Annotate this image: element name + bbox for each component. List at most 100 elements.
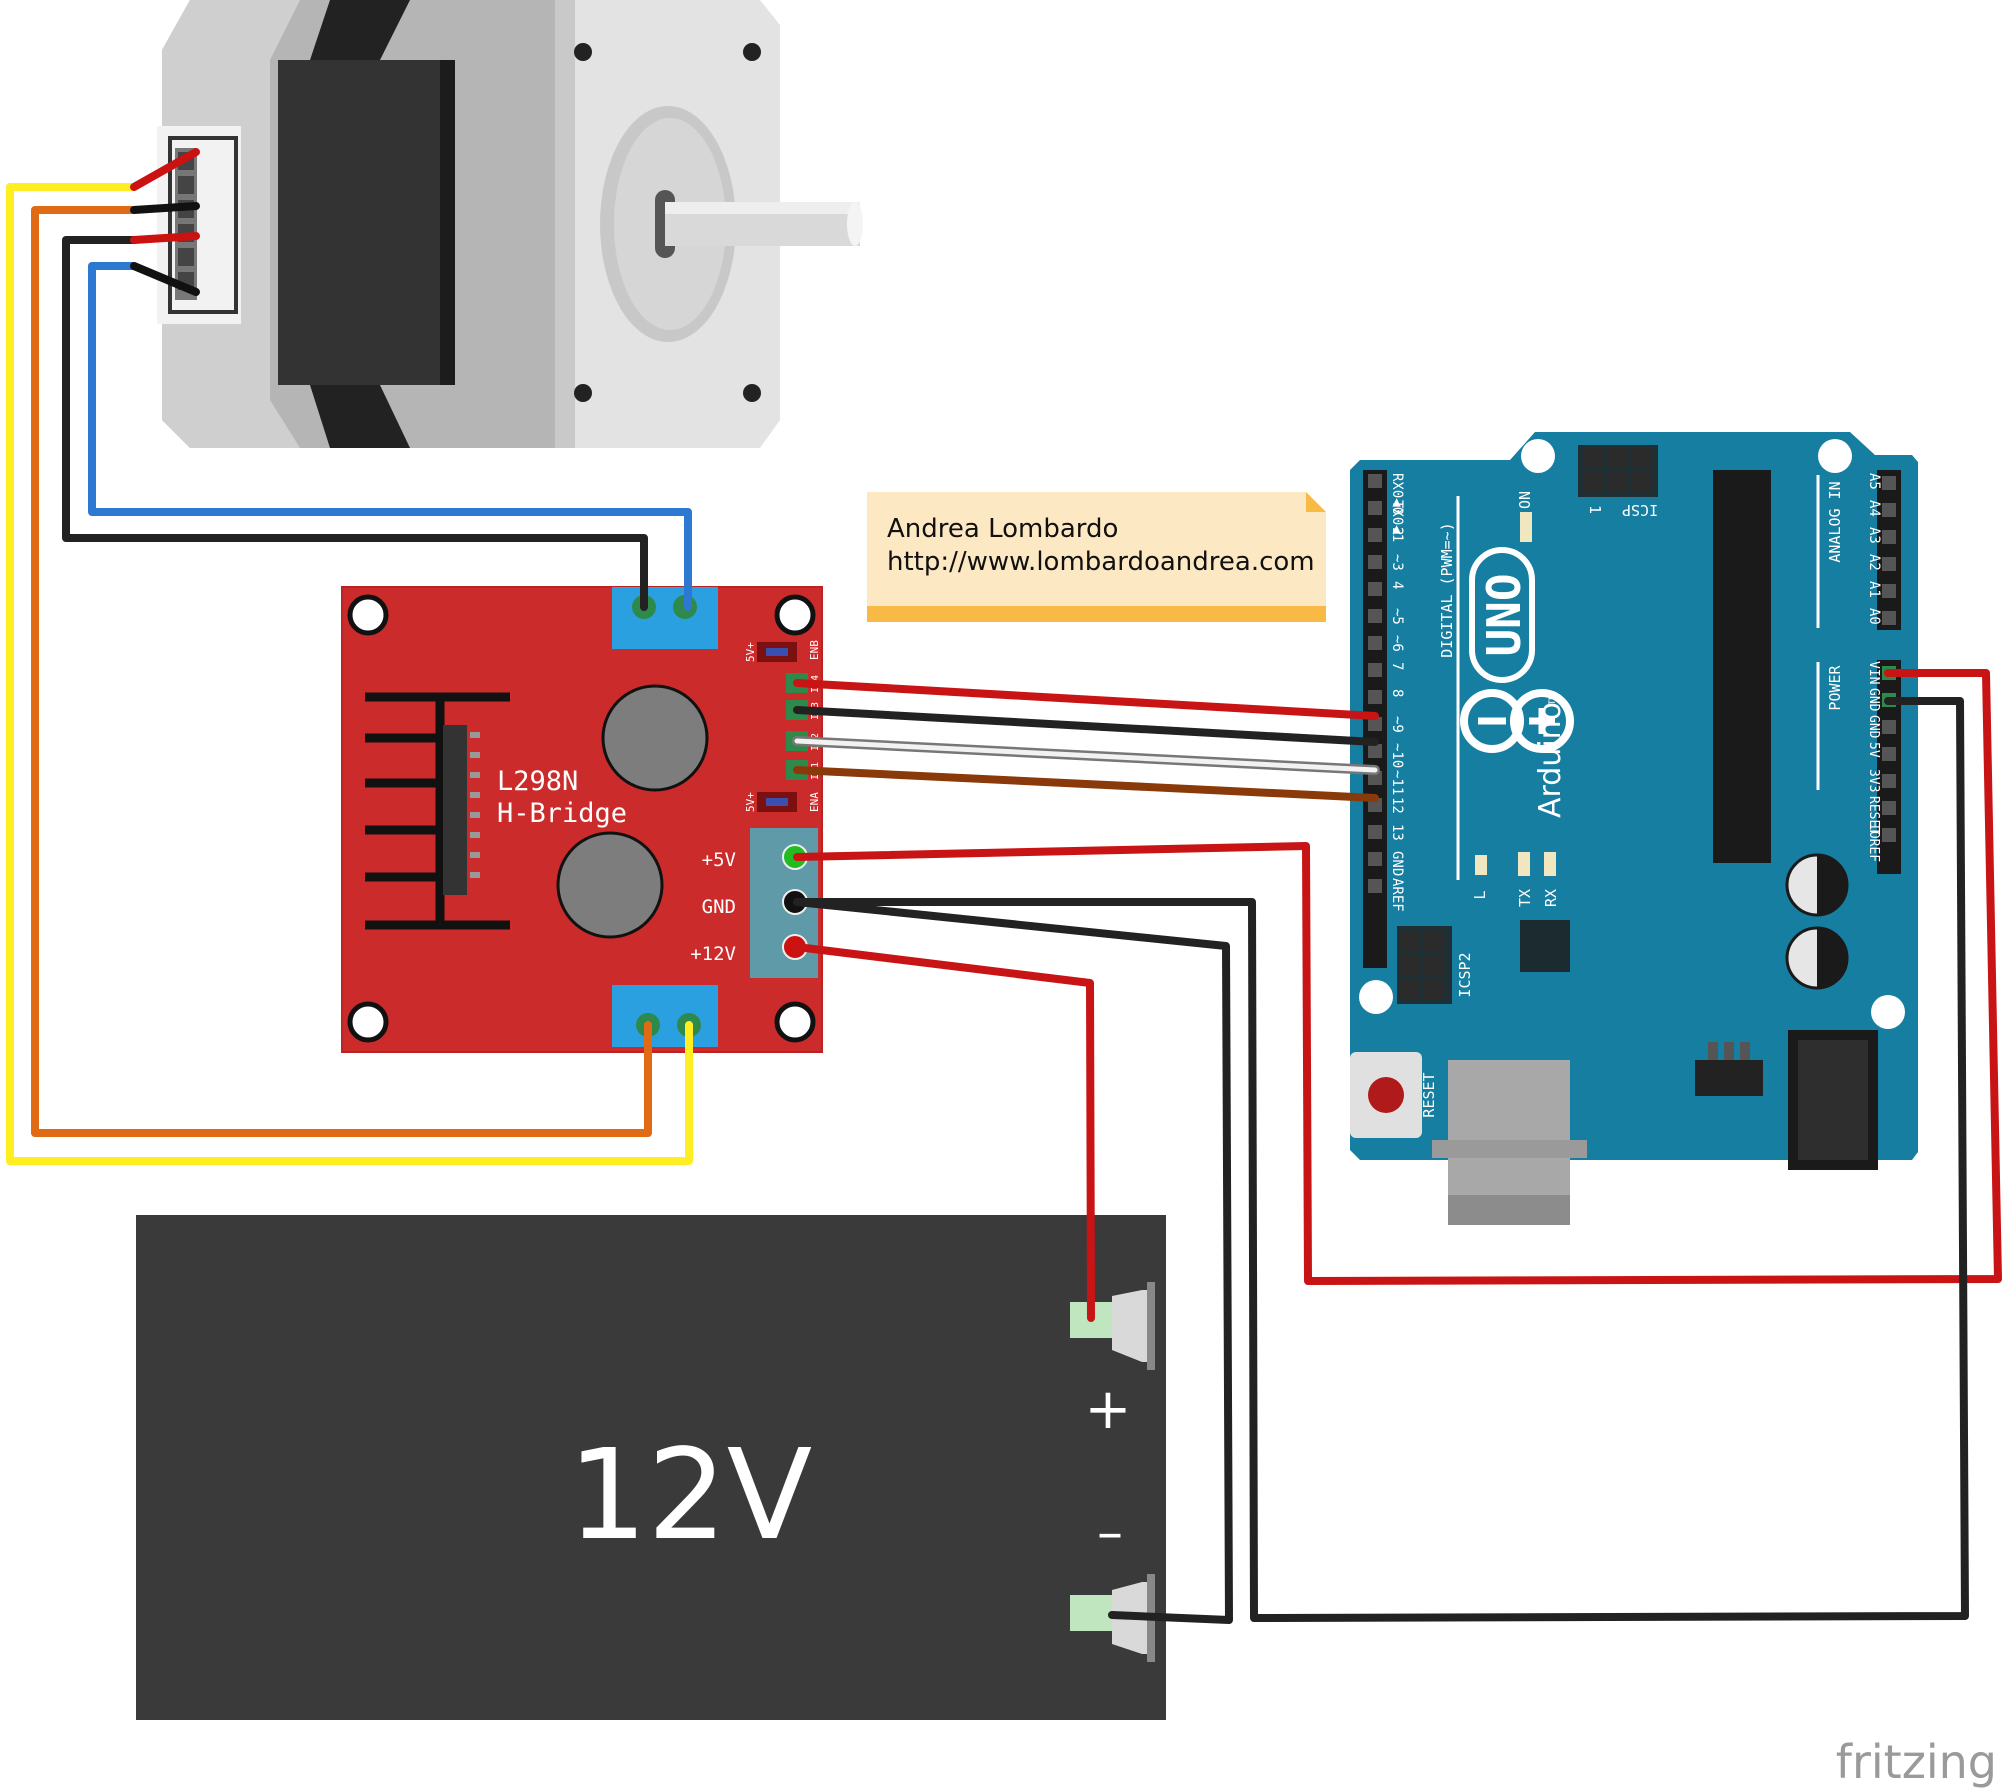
icsp-pin1-label: 1 [1586,505,1604,514]
wire-in4-red [793,679,1379,720]
motor-lead-black-1 [130,202,200,214]
battery-12v: 12V + – [136,1215,1166,1720]
digital-pin-label: ~9 [1389,716,1405,733]
power-pin [1882,801,1896,815]
digital-pin-label: TX0◀1 [1389,500,1405,542]
on-led-label: ON [1516,491,1534,509]
digital-pin-label: 7 [1389,662,1405,670]
analog-pin [1882,611,1896,625]
digital-pin [1368,663,1382,677]
arduino-model-label: UNO [1477,573,1531,656]
led-rx-label: RX [1542,889,1560,907]
wire-12v-red [793,943,1095,1322]
wire-gnd-black-b [793,898,1233,1624]
icsp2-header [1400,932,1444,1000]
arduino-brand-label: Arduino [1533,702,1568,818]
arduino-tm-label: TM [1548,694,1558,705]
analog-pin-label: A5 [1866,473,1882,490]
capacitor-1 [601,684,709,792]
digital-pin [1368,717,1382,731]
analog-pin [1882,503,1896,517]
motor-lead-red-2 [130,232,200,244]
digital-pin-label: GND [1389,851,1405,876]
l298n-chip [443,725,467,895]
wire-5v-red [793,669,2002,1285]
digital-pin-label: 12 [1389,797,1405,814]
digital-pin [1368,690,1382,704]
digital-pin [1368,555,1382,569]
led-tx-label: TX [1516,889,1534,907]
digital-pin [1368,636,1382,650]
analog-pin-label: A2 [1866,554,1882,571]
atmega-chip [1713,470,1771,863]
power-section-label: POWER [1826,664,1844,710]
arduino-uno-board: UNO Arduino TM DIGITAL (PWM=~) ANALOG IN… [1350,432,1918,1225]
wire-in1-brown [793,766,1379,802]
wires [6,148,2002,1624]
wire-motor-black [62,236,648,611]
capacitor-2 [556,831,664,939]
digital-pin [1368,474,1382,488]
wire-in3-black [793,706,1379,746]
power-label-5v: +5V [702,849,736,871]
power-pin [1882,828,1896,842]
wire-motor-blue [88,262,692,611]
digital-pin-label: 8 [1389,689,1405,697]
analog-pin-label: A4 [1866,500,1882,517]
digital-pin-label: 13 [1389,824,1405,841]
note-author: Andrea Lombardo [887,514,1118,544]
note-url: http://www.lombardoandrea.com [887,547,1315,577]
digital-pin [1368,744,1382,758]
power-pin [1882,747,1896,761]
power-pin-label: IOREF [1866,823,1881,862]
power-pin-label: 3V3 [1866,769,1881,792]
icsp2-label: ICSP2 [1456,952,1474,997]
power-pin-label: 5V [1866,742,1881,758]
ena-label: ENA [808,792,821,812]
digital-pin [1368,852,1382,866]
wire-in2-white-core [794,738,1378,773]
analog-pin-label: A0 [1866,608,1882,625]
motor-lead-black-2 [130,262,200,296]
digital-pin-label: 4 [1389,581,1405,589]
digital-pin [1368,528,1382,542]
digital-pin [1368,879,1382,893]
analog-pin [1882,476,1896,490]
terminal-block-bottom [612,985,718,1047]
power-pin-label: VIN [1866,661,1881,684]
stepper-motor [157,0,863,448]
jumper-label-enb: 5V+ [744,642,757,662]
wire-gnd-black-a [793,697,1969,1622]
digital-pin [1368,501,1382,515]
hbridge-title-line1: L298N [497,766,578,797]
author-note: Andrea Lombardo http://www.lombardoandre… [867,492,1326,622]
digital-pin-label: 2 [1389,527,1405,535]
led-l-label: L [1471,890,1489,899]
analog-header [1877,470,1901,630]
wire-motor-orange [31,206,652,1137]
icsp-header [1584,448,1652,492]
digital-pin-label: ~5 [1389,608,1405,625]
digital-pin [1368,609,1382,623]
battery-voltage-label: 12V [568,1423,813,1568]
digital-pin-label: RX0◀0 [1389,473,1405,515]
wire-motor-yellow [6,183,693,1165]
digital-pin-label: ~11 [1389,770,1405,795]
digital-pin-label: AREF [1389,878,1405,912]
power-label-gnd: GND [702,896,736,918]
battery-plus-label: + [1085,1377,1132,1442]
l298n-hbridge-board: L298N H-Bridge +5V GND +12V 5V+ 5V+ ENB … [341,586,823,1053]
power-pin-label: RESET [1866,796,1881,835]
power-pin [1882,774,1896,788]
terminal-block-top [612,587,718,649]
analog-pin-label: A1 [1866,581,1882,598]
fritzing-watermark: fritzing [1836,1735,1997,1788]
enb-label: ENB [808,640,821,660]
analog-pin-label: A3 [1866,527,1882,544]
jumper-label-ena: 5V+ [744,792,757,812]
heatsink [365,692,510,930]
